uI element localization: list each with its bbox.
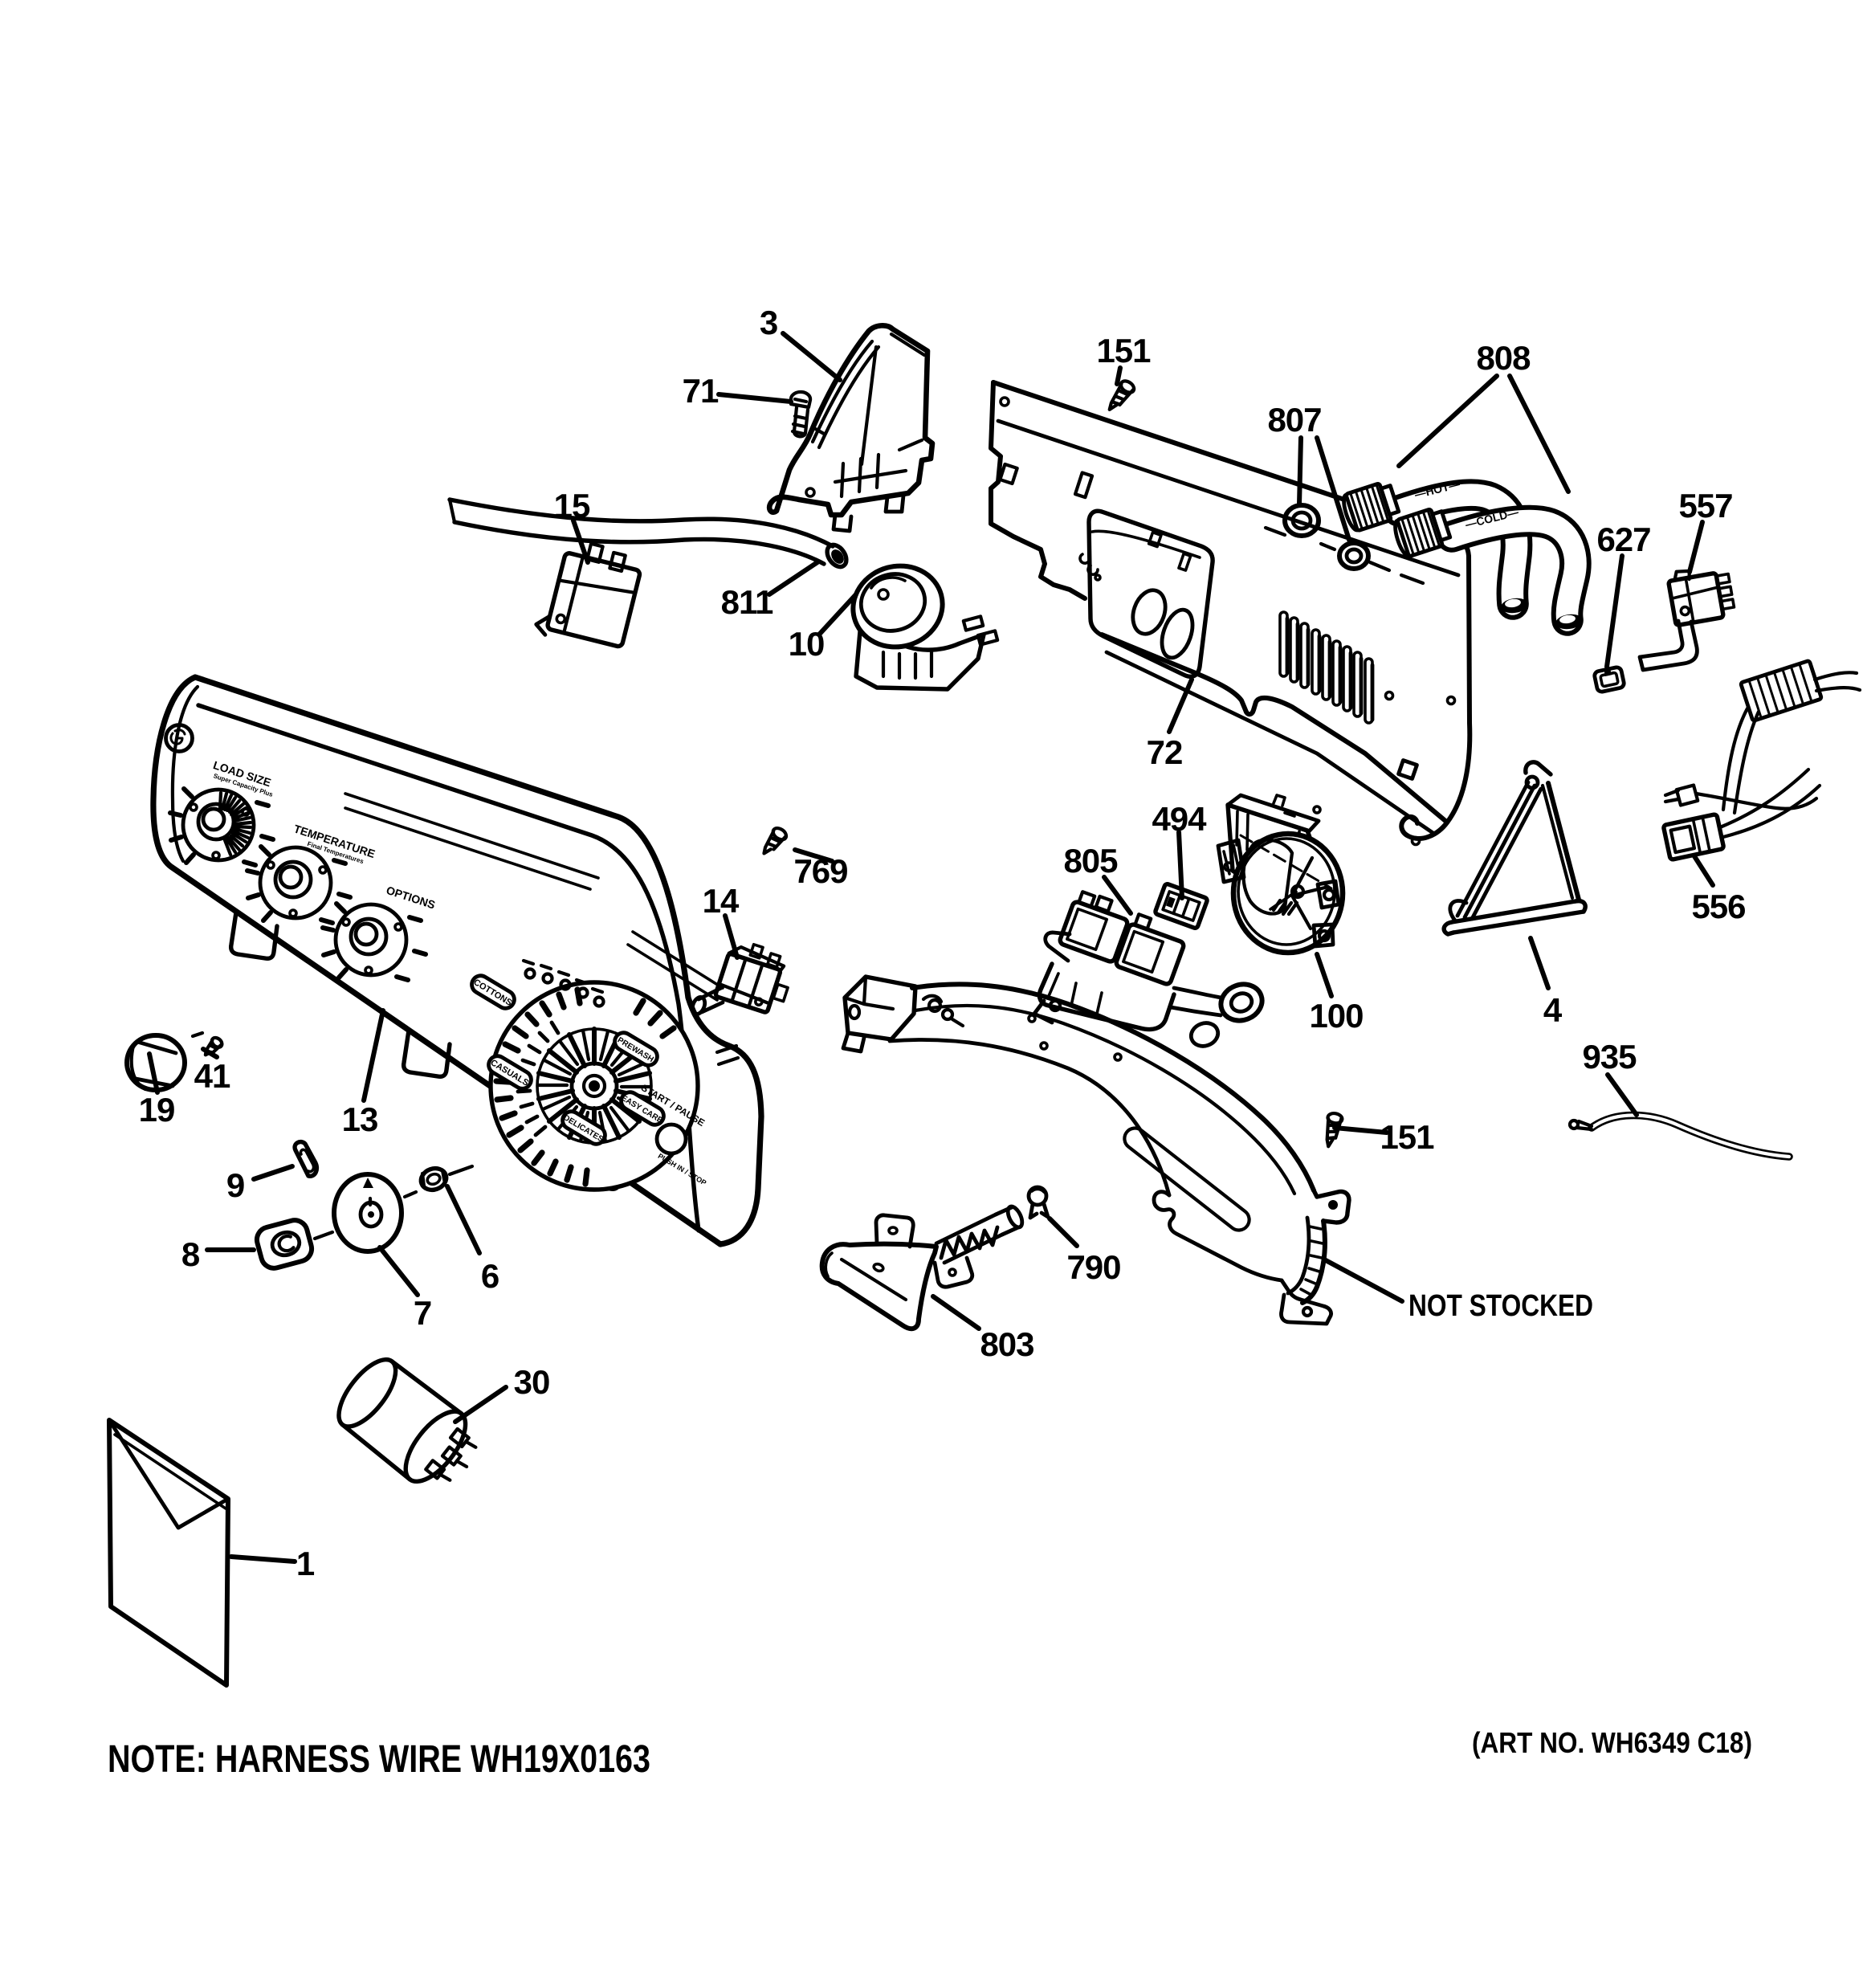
svg-text:769: 769 [793,852,847,890]
svg-text:811: 811 [721,583,773,621]
svg-text:556: 556 [1691,888,1745,925]
svg-text:803: 803 [980,1325,1033,1363]
svg-text:808: 808 [1476,339,1531,377]
svg-text:15: 15 [554,487,590,525]
svg-text:3: 3 [760,304,777,341]
svg-text:41: 41 [194,1057,230,1095]
svg-text:935: 935 [1582,1038,1637,1076]
svg-text:7: 7 [414,1294,431,1332]
svg-text:151: 151 [1096,332,1151,369]
svg-text:627: 627 [1596,520,1650,558]
svg-text:(ART NO. WH6349 C18): (ART NO. WH6349 C18) [1472,1726,1752,1759]
svg-text:151: 151 [1380,1118,1434,1156]
svg-text:NOT STOCKED: NOT STOCKED [1408,1289,1593,1323]
svg-text:494: 494 [1152,800,1207,838]
svg-text:30: 30 [514,1363,550,1401]
svg-text:557: 557 [1678,487,1732,525]
svg-text:807: 807 [1267,401,1321,439]
svg-text:14: 14 [703,882,740,920]
svg-text:9: 9 [226,1166,244,1204]
svg-text:19: 19 [139,1091,175,1129]
svg-text:100: 100 [1309,997,1363,1035]
svg-text:13: 13 [342,1100,378,1138]
svg-text:71: 71 [683,372,719,410]
svg-text:4: 4 [1543,991,1563,1029]
svg-text:10: 10 [789,625,825,663]
svg-text:6: 6 [481,1257,499,1295]
svg-text:PUSH IN / STOP: PUSH IN / STOP [657,1152,708,1187]
svg-text:OPTIONS: OPTIONS [385,884,437,912]
svg-text:8: 8 [181,1235,200,1273]
svg-text:790: 790 [1066,1248,1120,1286]
svg-text:805: 805 [1063,842,1118,880]
svg-text:1: 1 [296,1545,315,1582]
svg-text:72: 72 [1147,733,1183,771]
svg-text:NOTE: HARNESS WIRE WH19X0163: NOTE: HARNESS WIRE WH19X0163 [108,1738,650,1781]
